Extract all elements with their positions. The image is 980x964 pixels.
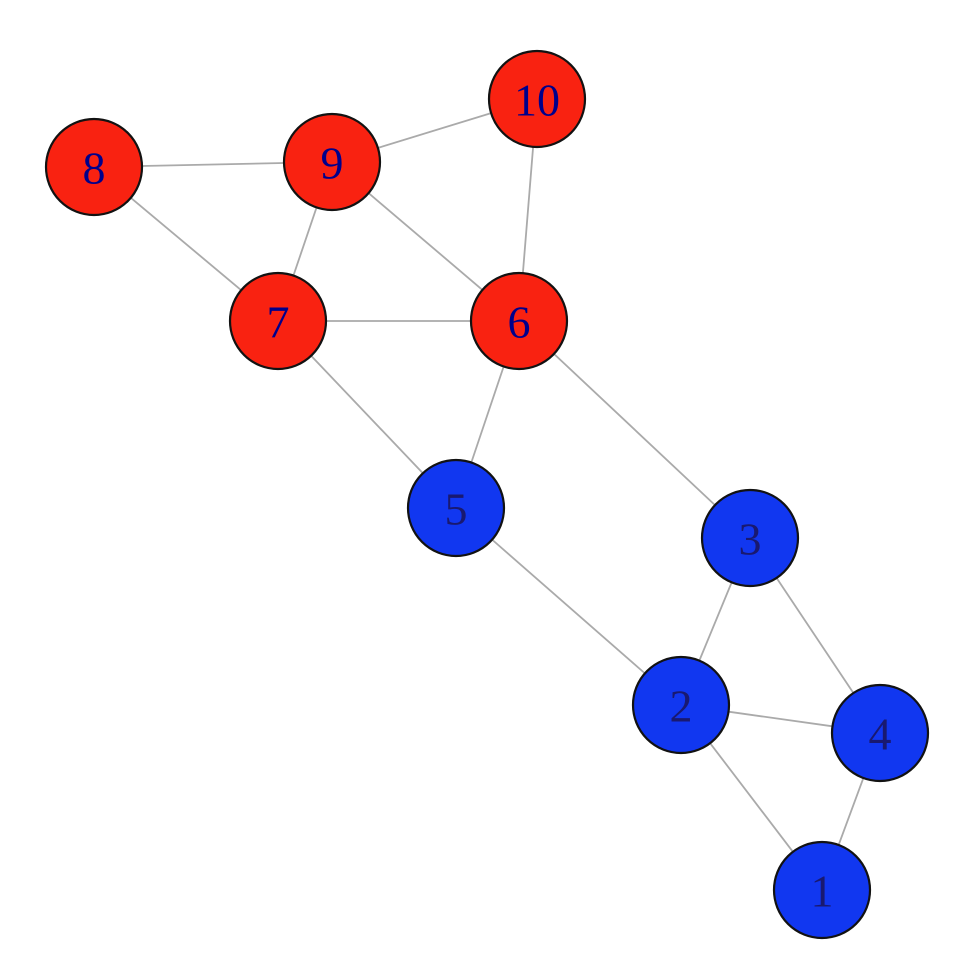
graph-edge-10-6	[521, 145, 535, 275]
graph-node-circle-3[interactable]	[700, 488, 800, 588]
graph-node-1[interactable]: 1	[772, 840, 872, 940]
graph-edge-3-4	[775, 577, 855, 694]
edge-layer	[129, 112, 865, 853]
graph-edge-9-7	[292, 206, 318, 277]
graph-node-circle-8[interactable]	[44, 117, 144, 217]
graph-node-circle-4[interactable]	[830, 683, 930, 783]
graph-node-8[interactable]: 8	[44, 117, 144, 217]
graph-edge-8-9	[141, 162, 285, 167]
graph-node-7[interactable]: 7	[228, 271, 328, 371]
graph-node-circle-6[interactable]	[469, 271, 569, 371]
graph-node-6[interactable]: 6	[469, 271, 569, 371]
graph-edge-8-7	[129, 196, 243, 292]
graph-edge-7-5	[310, 354, 424, 475]
graph-edge-9-6	[367, 192, 484, 291]
graph-node-10[interactable]: 10	[487, 49, 587, 149]
graph-edge-6-5	[470, 365, 505, 464]
graph-node-4[interactable]: 4	[830, 683, 930, 783]
graph-node-circle-10[interactable]	[487, 49, 587, 149]
graph-edge-9-10	[376, 112, 493, 149]
graph-edge-2-4	[727, 710, 834, 728]
graph-node-5[interactable]: 5	[406, 458, 506, 558]
graph-edge-6-3	[553, 352, 716, 507]
graph-edge-2-1	[709, 742, 794, 853]
graph-node-9[interactable]: 9	[282, 112, 382, 212]
graph-node-circle-5[interactable]	[406, 458, 506, 558]
graph-node-2[interactable]: 2	[631, 655, 731, 755]
graph-node-circle-7[interactable]	[228, 271, 328, 371]
graph-edge-4-1	[837, 777, 865, 846]
graph-node-circle-2[interactable]	[631, 655, 731, 755]
graph-edge-5-2	[491, 538, 646, 675]
graph-node-3[interactable]: 3	[700, 488, 800, 588]
graph-edge-3-2	[698, 581, 733, 662]
graph-node-circle-9[interactable]	[282, 112, 382, 212]
graph-node-circle-1[interactable]	[772, 840, 872, 940]
